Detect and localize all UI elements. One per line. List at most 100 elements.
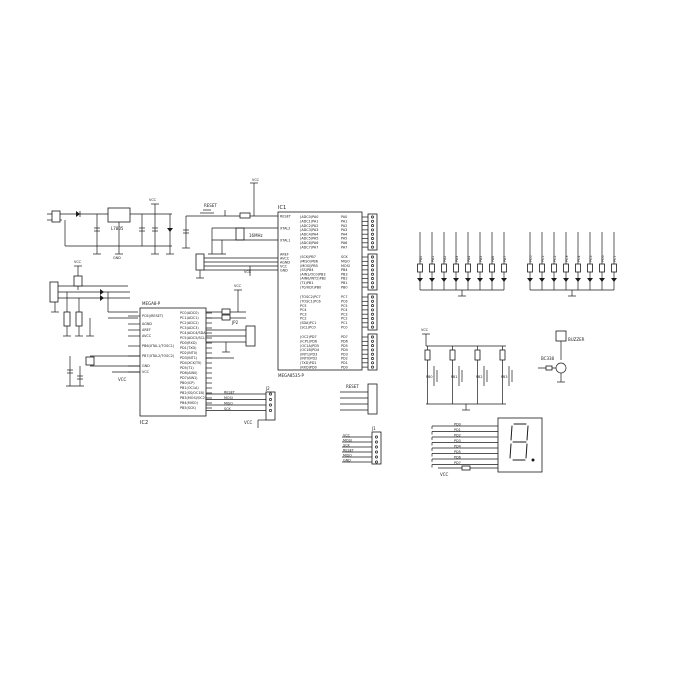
jp2-label: JP2: [231, 320, 239, 325]
ic1-net-label: PC7: [341, 295, 348, 299]
header-pin: [371, 325, 374, 329]
ic2-pin-label: PD4(XCK/T0): [180, 361, 202, 365]
header-pin: [371, 344, 374, 348]
ic1-net-label: PD6: [341, 340, 348, 344]
led-icon: [429, 278, 435, 282]
diode-icon: [76, 211, 80, 217]
ic1-right-pins: (ADC0)PA0(ADC1)PA1(ADC2)PA2(ADC3)PA3(ADC…: [300, 215, 326, 369]
reset-resistor: [239, 212, 251, 219]
ic1-net-label: PC5: [341, 304, 348, 308]
ic1-net-label: PA6: [341, 241, 347, 245]
transistor-label: BC338: [541, 356, 555, 361]
ic1-net-label: PA0: [341, 215, 347, 219]
header-pin: [371, 264, 374, 268]
ic2-pin-label: PD3(INT1): [180, 356, 198, 360]
header-pin: [371, 215, 374, 219]
ic2-pin-label: PC2(ADC2): [180, 321, 199, 325]
led-net-label: PC6: [601, 255, 605, 262]
isp-signal-label: SCK: [224, 407, 232, 411]
segment-bar: [526, 425, 529, 441]
vcc-label-avcc: VCC: [244, 270, 252, 274]
header-pin: [375, 445, 378, 449]
led-icon: [441, 278, 447, 282]
ic2-pin-label: PC4(ADC4/SDA): [180, 331, 208, 335]
vcc-label-usb: VCC: [74, 260, 82, 264]
segments-icon: [509, 423, 535, 462]
ic1-net-label: PD2: [341, 357, 348, 361]
header-pin: [371, 255, 374, 259]
segment-net-label: PD4: [454, 444, 461, 448]
ic2-pin-label: PD5(T1): [180, 366, 194, 370]
ic1-net-label: PC6: [341, 300, 348, 304]
segment-bar: [510, 425, 513, 441]
ic1-net-label: PC2: [341, 317, 348, 321]
led-icon: [599, 278, 605, 282]
usb-resistor: [73, 275, 83, 287]
header-pin: [371, 259, 374, 263]
ic1-pin-label: (TOSC2)PC7: [300, 295, 321, 299]
header-pin: [269, 409, 272, 412]
header-pin: [371, 268, 374, 272]
ic2-pin-label: VCC: [142, 370, 150, 374]
zener-icon: [100, 289, 104, 295]
header-pin: [269, 398, 272, 401]
led-resistor: [501, 263, 507, 273]
ic1-pin-label: (ADC4)PA4: [300, 232, 318, 236]
header-pin: [375, 460, 378, 464]
led-net-label: PA1: [431, 256, 435, 262]
led-resistor: [551, 263, 557, 273]
ic1-pin-label: (AIN1/OC0)PB3: [300, 272, 326, 276]
ic1-net-label: PB4: [341, 268, 348, 272]
led-net-label: PA6: [491, 256, 495, 262]
ic2-pin-label: GND: [142, 364, 150, 368]
seven-segment-display: [497, 417, 543, 473]
ic1-net-label: PD1: [341, 361, 348, 365]
transistor-icon: [555, 362, 567, 374]
ic1-pin-label: (ADC7)PA7: [300, 245, 318, 249]
ic2-part: MEGA8-P: [142, 301, 161, 306]
header-pin: [371, 317, 374, 320]
segment-net-label: PD0: [454, 422, 461, 426]
ic1-pin-label: (OC1B)PD4: [300, 348, 319, 352]
resistor: [461, 465, 471, 471]
led-resistor: [563, 263, 569, 273]
led-icon: [465, 278, 471, 282]
header-pin: [371, 245, 374, 249]
led-icon: [417, 278, 423, 282]
led-icon: [501, 278, 507, 282]
header-pin: [371, 219, 374, 223]
ic1-pin-label: (ADC6)PA6: [300, 241, 318, 245]
ic1-pin-label: (TXD)PD1: [300, 361, 316, 365]
led-resistor: [599, 263, 605, 273]
ic1-net-label: MISO: [341, 260, 350, 264]
ic2-pin-label: PD7(AIN1): [180, 376, 198, 380]
header-pin: [375, 440, 378, 444]
header-pin: [371, 321, 374, 325]
header-pin: [371, 272, 374, 276]
header-pin: [371, 352, 374, 356]
usb-connector: [49, 281, 59, 303]
ic2-pin-label: PC0(ADC0): [180, 311, 199, 315]
reset-header-box: [367, 383, 378, 415]
isp-signal-label: MOSI: [224, 396, 233, 400]
ic1-part: MEGA8535-P: [278, 373, 304, 378]
ic1-net-label: MOSI: [341, 264, 350, 268]
isp-signal-label: RESET: [224, 390, 236, 394]
regulator-label: L7805: [111, 226, 124, 231]
header-pin: [269, 392, 272, 396]
ic1-net-label: SCK: [341, 255, 349, 259]
ic2-pin-label: PC1(ADC1): [180, 316, 199, 320]
ic1-pin-label: PC3: [300, 312, 307, 316]
led-icon: [539, 278, 545, 282]
ic1-net-label: PA7: [341, 245, 347, 249]
header-pin: [371, 348, 374, 352]
j1-signal-label: GND: [343, 458, 351, 462]
segment-dot: [531, 458, 535, 462]
